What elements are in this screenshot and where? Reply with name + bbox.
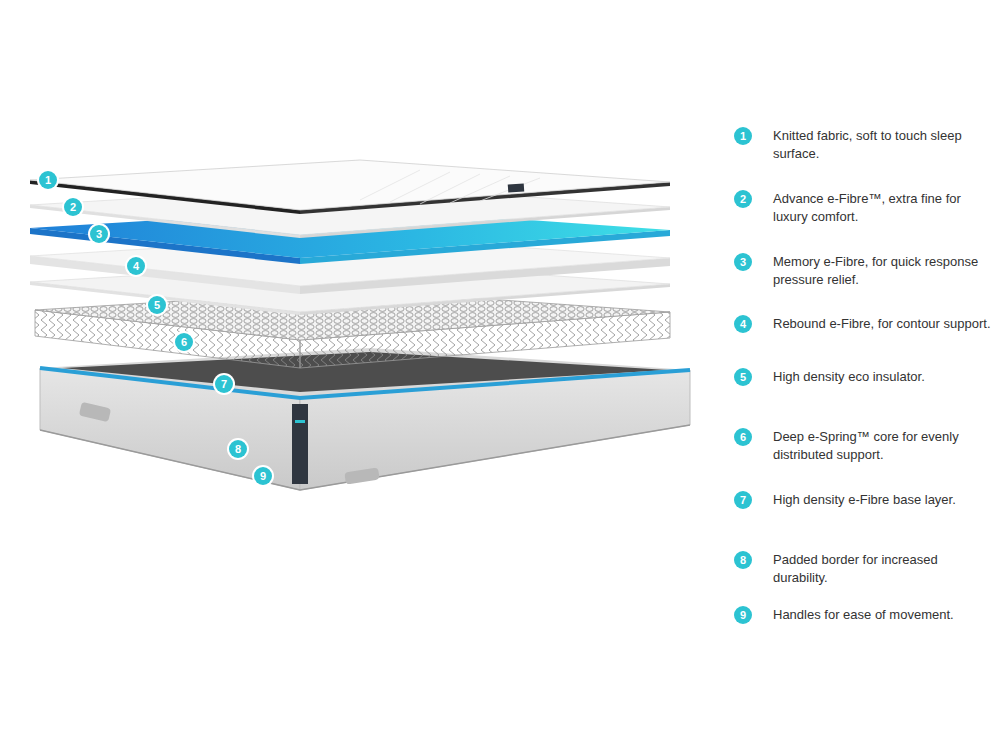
part-description: Knitted fabric, soft to touch sleep surf… bbox=[773, 127, 991, 163]
callout-number: 1 bbox=[39, 171, 57, 189]
callout-number: 7 bbox=[734, 491, 752, 509]
part-description: Deep e-Spring™ core for evenly distribut… bbox=[773, 428, 991, 464]
callout-number: 5 bbox=[148, 296, 166, 314]
callout-number: 8 bbox=[229, 440, 247, 458]
callout-number: 9 bbox=[254, 467, 272, 485]
callout-number: 6 bbox=[175, 333, 193, 351]
part-description: Padded border for increased durability. bbox=[773, 551, 991, 587]
callout-number: 6 bbox=[734, 428, 752, 446]
callout-number: 4 bbox=[127, 257, 145, 275]
part-description: High density eco insulator. bbox=[773, 368, 991, 386]
callout-number: 8 bbox=[734, 551, 752, 569]
callout-number: 2 bbox=[64, 198, 82, 216]
knitted-fabric-layer bbox=[30, 160, 670, 214]
callout-number: 7 bbox=[215, 375, 233, 393]
part-description: High density e-Fibre base layer. bbox=[773, 491, 991, 509]
callout-number: 3 bbox=[90, 225, 108, 243]
part-description: Memory e-Fibre, for quick response press… bbox=[773, 253, 991, 289]
callout-number: 1 bbox=[734, 127, 752, 145]
part-description: Advance e-Fibre™, extra fine for luxury … bbox=[773, 190, 991, 226]
callout-number: 4 bbox=[734, 315, 752, 333]
callout-number: 3 bbox=[734, 253, 752, 271]
mattress-base bbox=[40, 348, 690, 490]
part-description: Handles for ease of movement. bbox=[773, 606, 991, 624]
callout-number: 2 bbox=[734, 190, 752, 208]
part-description: Rebound e-Fibre, for contour support. bbox=[773, 315, 991, 333]
callout-number: 5 bbox=[734, 368, 752, 386]
callout-number: 9 bbox=[734, 606, 752, 624]
